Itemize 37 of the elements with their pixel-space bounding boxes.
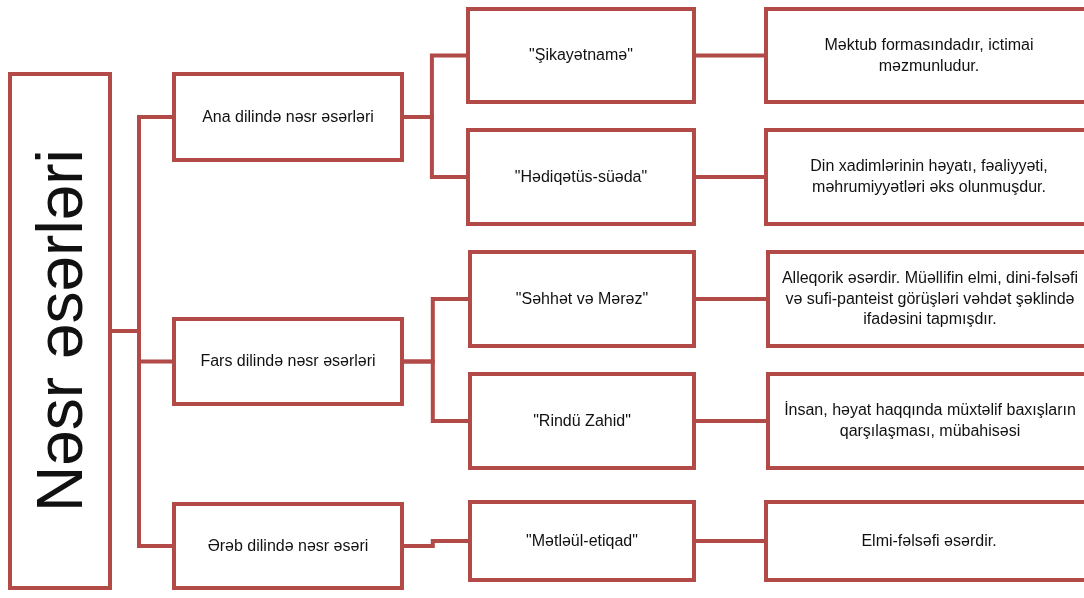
- description-box: [766, 372, 1084, 470]
- root-box: [8, 72, 112, 590]
- work-title-box: [468, 250, 696, 348]
- work-title-box: [468, 500, 696, 582]
- description-box: [766, 250, 1084, 348]
- category-box: [172, 72, 404, 162]
- box-text: Elmi-fəlsəfi əsərdir.: [861, 530, 997, 551]
- connector-line: [112, 329, 172, 548]
- connector-line: [696, 297, 766, 301]
- box-text: Məktub formasındadır, ictimai məzmunludur.: [823, 34, 1035, 76]
- connector-line: [696, 53, 764, 58]
- description-box: [764, 7, 1084, 104]
- description-box: [764, 500, 1084, 582]
- category-box: [172, 502, 404, 590]
- box-text: "Səhhət və Mərəz": [515, 288, 649, 309]
- box-text: Fars dilində nəsr əsərləri: [200, 351, 376, 372]
- work-title-box: [466, 128, 696, 226]
- work-title-box: [468, 372, 696, 470]
- category-box: [172, 317, 404, 406]
- box-text: "Hədiqətüs-süəda": [514, 166, 648, 187]
- heading-text: Nəsr əsərləri: [22, 149, 97, 513]
- connector-line: [404, 115, 466, 179]
- box-text: Ana dilində nəsr əsərləri: [202, 106, 374, 127]
- description-box: [764, 128, 1084, 226]
- box-text: Ərəb dilində nəsr əsəri: [207, 535, 369, 556]
- connector-line: [696, 175, 764, 179]
- box-text: "Şikayətnamə": [529, 45, 633, 66]
- connector-line: [696, 419, 766, 423]
- connector-line: [696, 539, 764, 543]
- box-text: Din xadimlərinin həyatı, fəaliyyəti, məhrumiyyətləri əks olunmuşdur.: [809, 156, 1049, 197]
- box-text: İnsan, həyat haqqında müxtəlif baxışların qarşılaşması, mübahisəsi: [783, 400, 1077, 441]
- connector-line: [404, 539, 468, 548]
- box-text: "Rindü Zahid": [533, 410, 631, 431]
- box-text: Alleqorik əsərdir. Müəllifin elmi, dini-fəlsəfi və sufi-panteist görüşləri vəhdət şəklində ifadəsini tapmışdır.: [780, 267, 1080, 330]
- box-text: "Mətləül-etiqad": [526, 530, 638, 551]
- work-title-box: [466, 7, 696, 104]
- connector-line: [404, 359, 468, 423]
